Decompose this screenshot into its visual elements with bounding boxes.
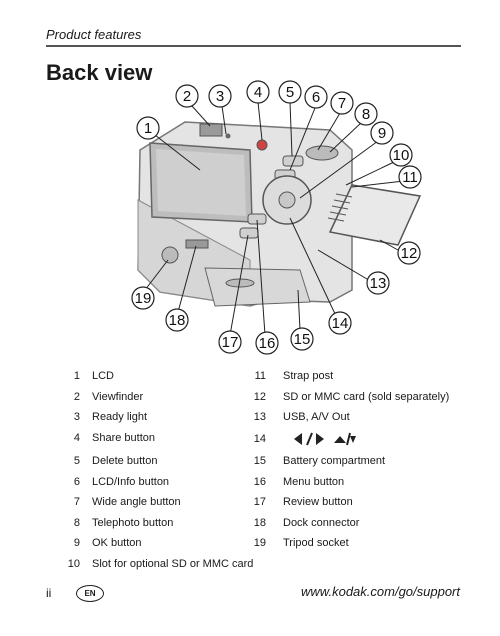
header-rule [46,45,461,47]
support-url[interactable]: www.kodak.com/go/support [301,584,460,599]
callout-10: 10 [393,147,410,164]
ok-button-graphic [278,191,296,209]
callout-16: 16 [259,335,276,352]
callout-17: 17 [222,334,239,351]
viewfinder [199,123,223,137]
callout-13: 13 [370,275,387,292]
callout-4: 4 [254,84,262,101]
callout-19: 19 [135,290,152,307]
callout-15: 15 [294,331,311,348]
callout-14: 14 [332,315,349,332]
callout-12: 12 [401,245,418,262]
ready-light [225,133,231,139]
camera-back-illustration: 1 2 3 4 5 6 7 8 9 10 11 12 13 14 15 16 1… [131,80,422,355]
delete-button-graphic [282,155,304,167]
page-title: Back view [46,60,153,85]
callout-6: 6 [312,89,320,106]
callout-11: 11 [402,169,418,186]
zoom-buttons-graphic [305,145,339,161]
page-number: ii [46,586,52,600]
arrow-keys-icon [294,432,357,445]
callout-9: 9 [378,125,386,142]
callout-7: 7 [338,95,346,112]
tripod-socket [161,246,179,264]
callout-3: 3 [216,88,224,105]
callout-1: 1 [144,120,152,137]
dock-connector [185,239,209,249]
legend-item: 14 [252,428,449,452]
callout-18: 18 [169,312,186,329]
language-badge: EN [76,585,104,602]
running-header: Product features [46,27,142,42]
callout-2: 2 [183,88,191,105]
callout-8: 8 [362,106,370,123]
battery-door [204,267,311,307]
callout-5: 5 [286,84,294,101]
share-button-graphic [256,139,268,151]
review-button-graphic [239,227,259,239]
sd-card [328,184,422,246]
